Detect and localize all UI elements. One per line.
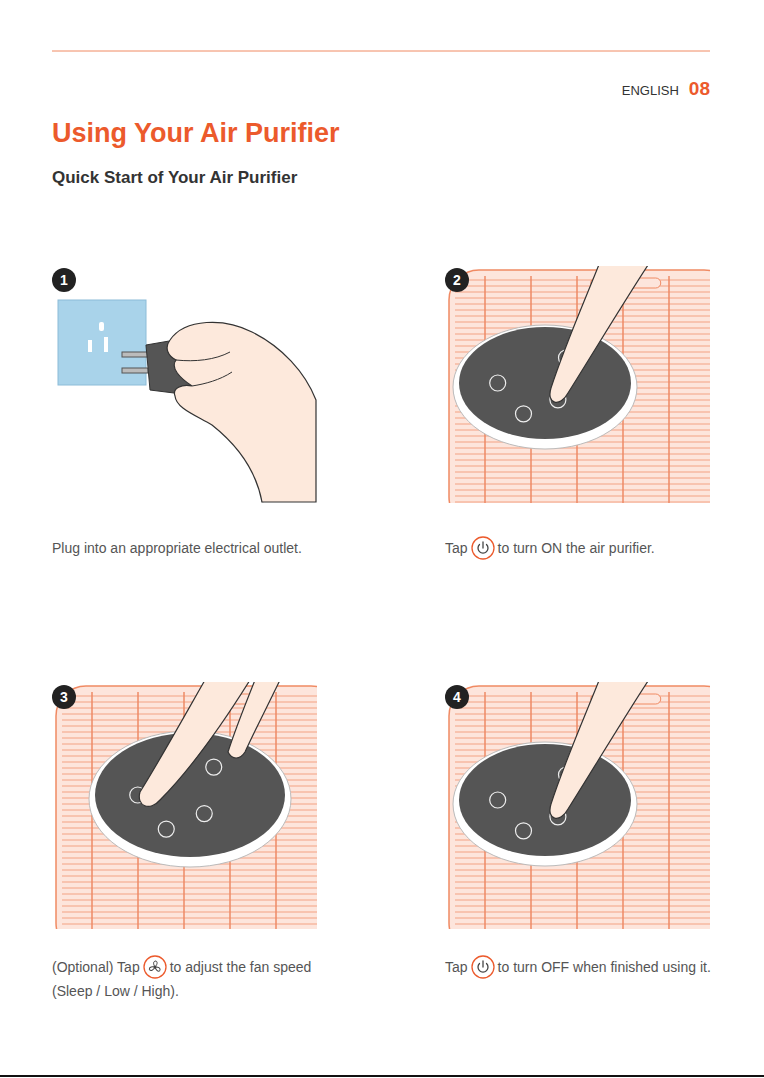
grille-line: [455, 912, 710, 913]
footer-rule: [0, 1075, 764, 1077]
grille-line: [455, 496, 710, 497]
grille-line: [62, 906, 317, 907]
grille-line: [455, 894, 710, 895]
grille-line: [455, 292, 710, 293]
grille-line: [62, 900, 317, 901]
grille-line: [455, 448, 710, 449]
caption-text: (Optional) Tap: [52, 959, 140, 975]
grille-rib: [668, 692, 670, 929]
caption-text: to turn OFF when finished using it.: [498, 959, 711, 975]
grille-line: [62, 882, 317, 883]
grille-line: [455, 714, 710, 715]
purifier-illustration: [56, 682, 317, 929]
step-number: 2: [445, 268, 469, 292]
purifier-illustration: [449, 682, 710, 929]
control-rim: [453, 742, 637, 866]
caption-text: Plug into an appropriate electrical outl…: [52, 540, 302, 556]
step-caption: Plug into an appropriate electrical outl…: [52, 537, 317, 559]
finger: [139, 682, 280, 806]
grille-line: [455, 286, 710, 287]
purifier-illustration: [449, 266, 710, 503]
grille-line: [62, 870, 317, 871]
step-number-text: 3: [60, 690, 68, 704]
step-caption: Tap to turn OFF when finished using it.: [445, 956, 715, 980]
grille-line: [62, 696, 317, 697]
step-number-text: 2: [453, 273, 461, 287]
grille-line: [455, 906, 710, 907]
grille-line: [62, 918, 317, 919]
grille-line: [62, 894, 317, 895]
grille-line: [455, 472, 710, 473]
grille-line: [455, 864, 710, 865]
panel-button: [516, 823, 532, 839]
step-number: 1: [52, 268, 76, 292]
grille-line: [455, 484, 710, 485]
grille-line: [455, 466, 710, 467]
outlet-slot: [99, 322, 104, 331]
outlet-slot: [88, 340, 92, 352]
panel-button: [490, 375, 506, 391]
grille-line: [455, 696, 710, 697]
power-icon: [471, 536, 495, 560]
purifier-top: [449, 270, 710, 503]
grille-line: [455, 478, 710, 479]
grille-line: [455, 918, 710, 919]
page-header: ENGLISH 08: [612, 78, 710, 100]
panel-button: [516, 406, 532, 422]
panel-button: [206, 759, 222, 775]
step-number-text: 4: [453, 690, 461, 704]
page-title: Using Your Air Purifier: [52, 118, 340, 149]
finger: [550, 266, 650, 402]
caption-text: Tap: [445, 540, 468, 556]
caption-text: to turn ON the air purifier.: [498, 540, 655, 556]
grille-line: [455, 924, 710, 925]
step-caption: (Optional) Tapto adjust the fan speed (S…: [52, 956, 317, 1002]
grille-line: [455, 454, 710, 455]
panel-button: [158, 821, 174, 837]
grille-line: [62, 888, 317, 889]
panel-button: [490, 792, 506, 808]
plug-prong: [122, 352, 148, 357]
control-panel: [459, 327, 631, 439]
grille-rib: [668, 276, 670, 503]
grille-line: [455, 490, 710, 491]
hand: [167, 322, 316, 502]
plug-illustration: [58, 300, 316, 502]
panel-button: [196, 806, 212, 822]
language-label: ENGLISH: [622, 83, 679, 98]
purifier-top: [449, 686, 710, 929]
finger-line: [176, 352, 232, 386]
grille-line: [455, 460, 710, 461]
fan-icon: [143, 955, 167, 979]
grille-line: [62, 876, 317, 877]
grille-line: [455, 280, 710, 281]
grille-line: [455, 298, 710, 299]
grille-line: [455, 876, 710, 877]
grille-line: [455, 882, 710, 883]
outlet-slot: [104, 337, 108, 352]
grille-line: [62, 702, 317, 703]
step-number-text: 1: [60, 273, 68, 287]
grille-line: [455, 870, 710, 871]
control-panel: [459, 744, 631, 856]
grille-line: [455, 708, 710, 709]
page-number: 08: [689, 78, 710, 99]
grille-line: [455, 502, 710, 503]
control-rim: [453, 325, 637, 449]
section-heading: Quick Start of Your Air Purifier: [52, 168, 297, 188]
step-number: 4: [445, 685, 469, 709]
header-rule: [52, 51, 710, 52]
power-icon: [471, 955, 495, 979]
finger: [550, 682, 650, 818]
grille-line: [62, 912, 317, 913]
plug-prong: [122, 368, 148, 373]
grille-line: [455, 702, 710, 703]
grille-line: [455, 888, 710, 889]
step-caption: Tap to turn ON the air purifier.: [445, 537, 715, 561]
grille-line: [62, 924, 317, 925]
step-number: 3: [52, 685, 76, 709]
grille-line: [455, 900, 710, 901]
caption-text: Tap: [445, 959, 468, 975]
